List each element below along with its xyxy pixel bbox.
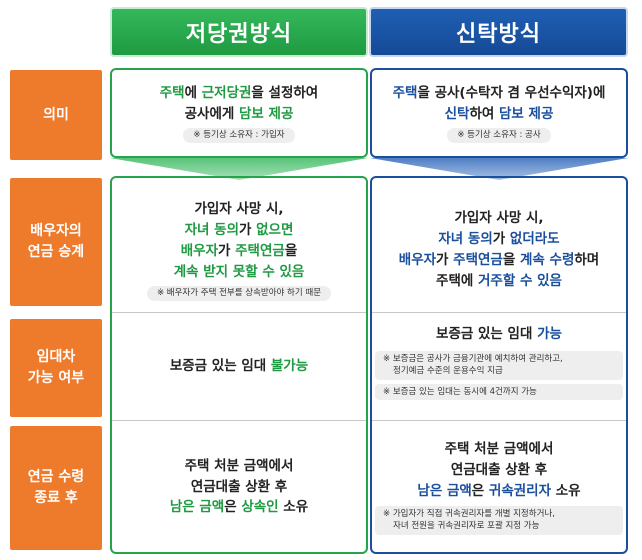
text-line: 남은 금액은 상속인 소유 — [169, 499, 309, 516]
row-label-line2: 종료 후 — [34, 490, 78, 506]
row-label-text: 의미 — [43, 106, 69, 123]
deposit-note: ※ 보증금은 공사가 금융기관에 예치하여 관리하고, 정기예금 수준의 운용수… — [375, 350, 623, 380]
spouse-mortgage-cell: 가입자 사망 시, 자녀 동의가 없으면 배우자가 주택연금을 계속 받지 못할… — [112, 190, 366, 310]
after-trust-cell: 주택 처분 금액에서 연금대출 상환 후 남은 금액은 귀속권리자 소유 ※ 가… — [372, 422, 626, 552]
blue-chevron-arrow — [370, 158, 628, 180]
meaning-mortgage-cell: 주택에 근저당권을 설정하여 공사에게 담보 제공 ※ 등기상 소유자 : 가입… — [110, 68, 368, 158]
meaning-trust-cell: 주택을 공사(수탁자 겸 우선수익자)에 신탁하여 담보 제공 ※ 등기상 소유… — [370, 68, 628, 158]
text-line: 연금대출 상환 후 — [190, 478, 288, 495]
green-chevron-arrow — [110, 158, 368, 180]
text-line: 자녀 동의가 없으면 — [184, 222, 294, 239]
text-line: 계속 받지 못할 수 있음 — [173, 264, 305, 281]
text-line: 남은 금액은 귀속권리자 소유 — [417, 483, 581, 500]
text-line: 연금대출 상환 후 — [450, 462, 548, 479]
owner-note: ※ 등기상 소유자 : 공사 — [447, 128, 551, 143]
header-mortgage-method: 저당권방식 — [110, 7, 368, 57]
meaning-line: 주택을 공사(수탁자 겸 우선수익자)에 — [392, 85, 606, 102]
spouse-trust-cell: 가입자 사망 시, 자녀 동의가 없더라도 배우자가 주택연금을 계속 수령하며… — [372, 190, 626, 310]
text-line: 주택 처분 금액에서 — [444, 441, 554, 458]
text-line: 주택 처분 금액에서 — [184, 457, 294, 474]
lease-mortgage-cell: 보증금 있는 임대 불가능 — [112, 314, 366, 418]
row-label-line2: 연금 승계 — [27, 244, 85, 260]
row-label-lease: 임대차 가능 여부 — [10, 319, 102, 417]
text-line: 가입자 사망 시, — [194, 201, 284, 218]
text-line: 보증금 있는 임대 불가능 — [169, 357, 309, 374]
row-label-line2: 가능 여부 — [27, 370, 85, 386]
text-line: 가입자 사망 시, — [454, 210, 544, 227]
header-trust-method: 신탁방식 — [369, 7, 628, 57]
meaning-line: 공사에게 담보 제공 — [184, 106, 294, 123]
mortgage-column-frame — [110, 176, 368, 554]
row-label-meaning: 의미 — [10, 70, 102, 160]
after-mortgage-cell: 주택 처분 금액에서 연금대출 상환 후 남은 금액은 상속인 소유 — [112, 422, 366, 552]
row-divider — [112, 312, 366, 313]
row-label-after-pension: 연금 수령 종료 후 — [10, 426, 102, 550]
meaning-line: 주택에 근저당권을 설정하여 — [159, 85, 319, 102]
beneficiary-note: ※ 가입자가 직접 귀속권리자를 개별 지정하거나, 자녀 전원을 귀속권리자로… — [375, 506, 623, 535]
lease-limit-note: ※ 보증금 있는 임대는 동시에 4건까지 가능 — [375, 383, 623, 400]
text-line: 자녀 동의가 없더라도 — [438, 231, 560, 248]
row-divider — [372, 312, 626, 313]
trust-column-frame — [370, 176, 628, 554]
lease-trust-cell: 보증금 있는 임대 가능 ※ 보증금은 공사가 금융기관에 예치하여 관리하고,… — [372, 314, 626, 418]
text-line: 배우자가 주택연금을 — [180, 243, 298, 260]
row-divider — [372, 420, 626, 421]
row-label-line1: 연금 수령 — [27, 469, 85, 485]
text-line: 배우자가 주택연금을 계속 수령하며 — [398, 252, 600, 268]
text-line: 보증금 있는 임대 가능 — [436, 326, 562, 342]
owner-note: ※ 등기상 소유자 : 가입자 — [183, 128, 295, 143]
row-label-spouse-succession: 배우자의 연금 승계 — [10, 178, 102, 306]
row-divider — [112, 420, 366, 421]
text-line: 주택에 거주할 수 있음 — [436, 272, 562, 289]
row-label-line1: 배우자의 — [30, 223, 82, 239]
spouse-note: ※ 배우자가 주택 전부를 상속받아야 하기 때문 — [146, 285, 332, 301]
row-label-line1: 임대차 — [36, 349, 76, 365]
meaning-line: 신탁하여 담보 제공 — [444, 106, 554, 123]
